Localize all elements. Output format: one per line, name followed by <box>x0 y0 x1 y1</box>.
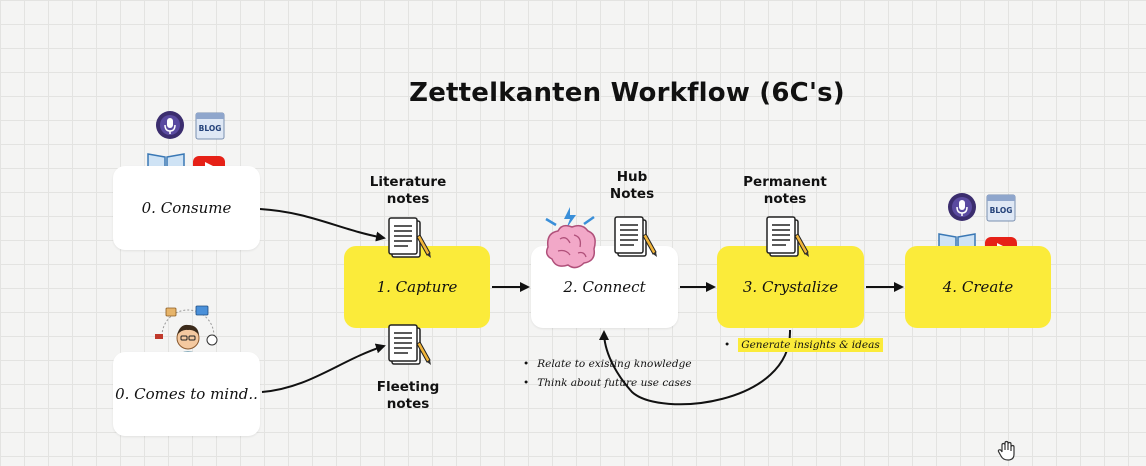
node-create-label: 4. Create <box>942 278 1014 296</box>
node-create[interactable]: 4. Create <box>905 246 1051 328</box>
node-consume-label: 0. Consume <box>141 199 232 217</box>
connect-bullet-item: Relate to existing knowledge <box>523 355 691 374</box>
arrow-consume-to-literature <box>259 208 386 242</box>
diagram-title: Zettelkanten Workflow (6C's) <box>409 78 845 108</box>
arrow-mind-to-fleeting <box>261 343 386 393</box>
node-capture[interactable]: 1. Capture <box>344 246 490 328</box>
node-connect-label: 2. Connect <box>563 278 646 296</box>
literature-note-icon <box>386 213 436 263</box>
blog-icon-label: BLOG <box>990 206 1013 215</box>
blog-icon: BLOG <box>986 194 1016 222</box>
hub-note-icon <box>612 212 662 262</box>
crystalize-bullets: Generate insights & ideas <box>724 336 883 355</box>
node-comes-to-mind[interactable]: 0. Comes to mind.. <box>113 352 260 436</box>
blog-icon-label: BLOG <box>199 124 222 133</box>
literature-notes-label: Literature notes <box>369 174 447 207</box>
node-consume[interactable]: 0. Consume <box>113 166 260 250</box>
node-comes-to-mind-label: 0. Comes to mind.. <box>115 385 258 403</box>
connect-bullet-item: Think about future use cases <box>523 374 692 393</box>
node-crystalize[interactable]: 3. Crystalize <box>717 246 864 328</box>
connect-bullets: Relate to existing knowledge Think about… <box>523 355 692 393</box>
fleeting-notes-label: Fleeting notes <box>376 379 440 412</box>
podcast-icon <box>947 192 977 222</box>
hub-notes-label: Hub Notes <box>609 169 655 202</box>
blog-icon: BLOG <box>195 112 225 140</box>
brain-icon <box>540 205 602 271</box>
fleeting-note-icon <box>386 320 436 370</box>
permanent-notes-label: Permanent notes <box>743 174 827 207</box>
crystalize-bullet-item: Generate insights & ideas <box>724 336 883 355</box>
hand-cursor-icon <box>996 440 1018 462</box>
permanent-note-icon <box>764 212 814 262</box>
node-capture-label: 1. Capture <box>376 278 458 296</box>
podcast-icon <box>155 110 185 140</box>
node-crystalize-label: 3. Crystalize <box>742 278 839 296</box>
